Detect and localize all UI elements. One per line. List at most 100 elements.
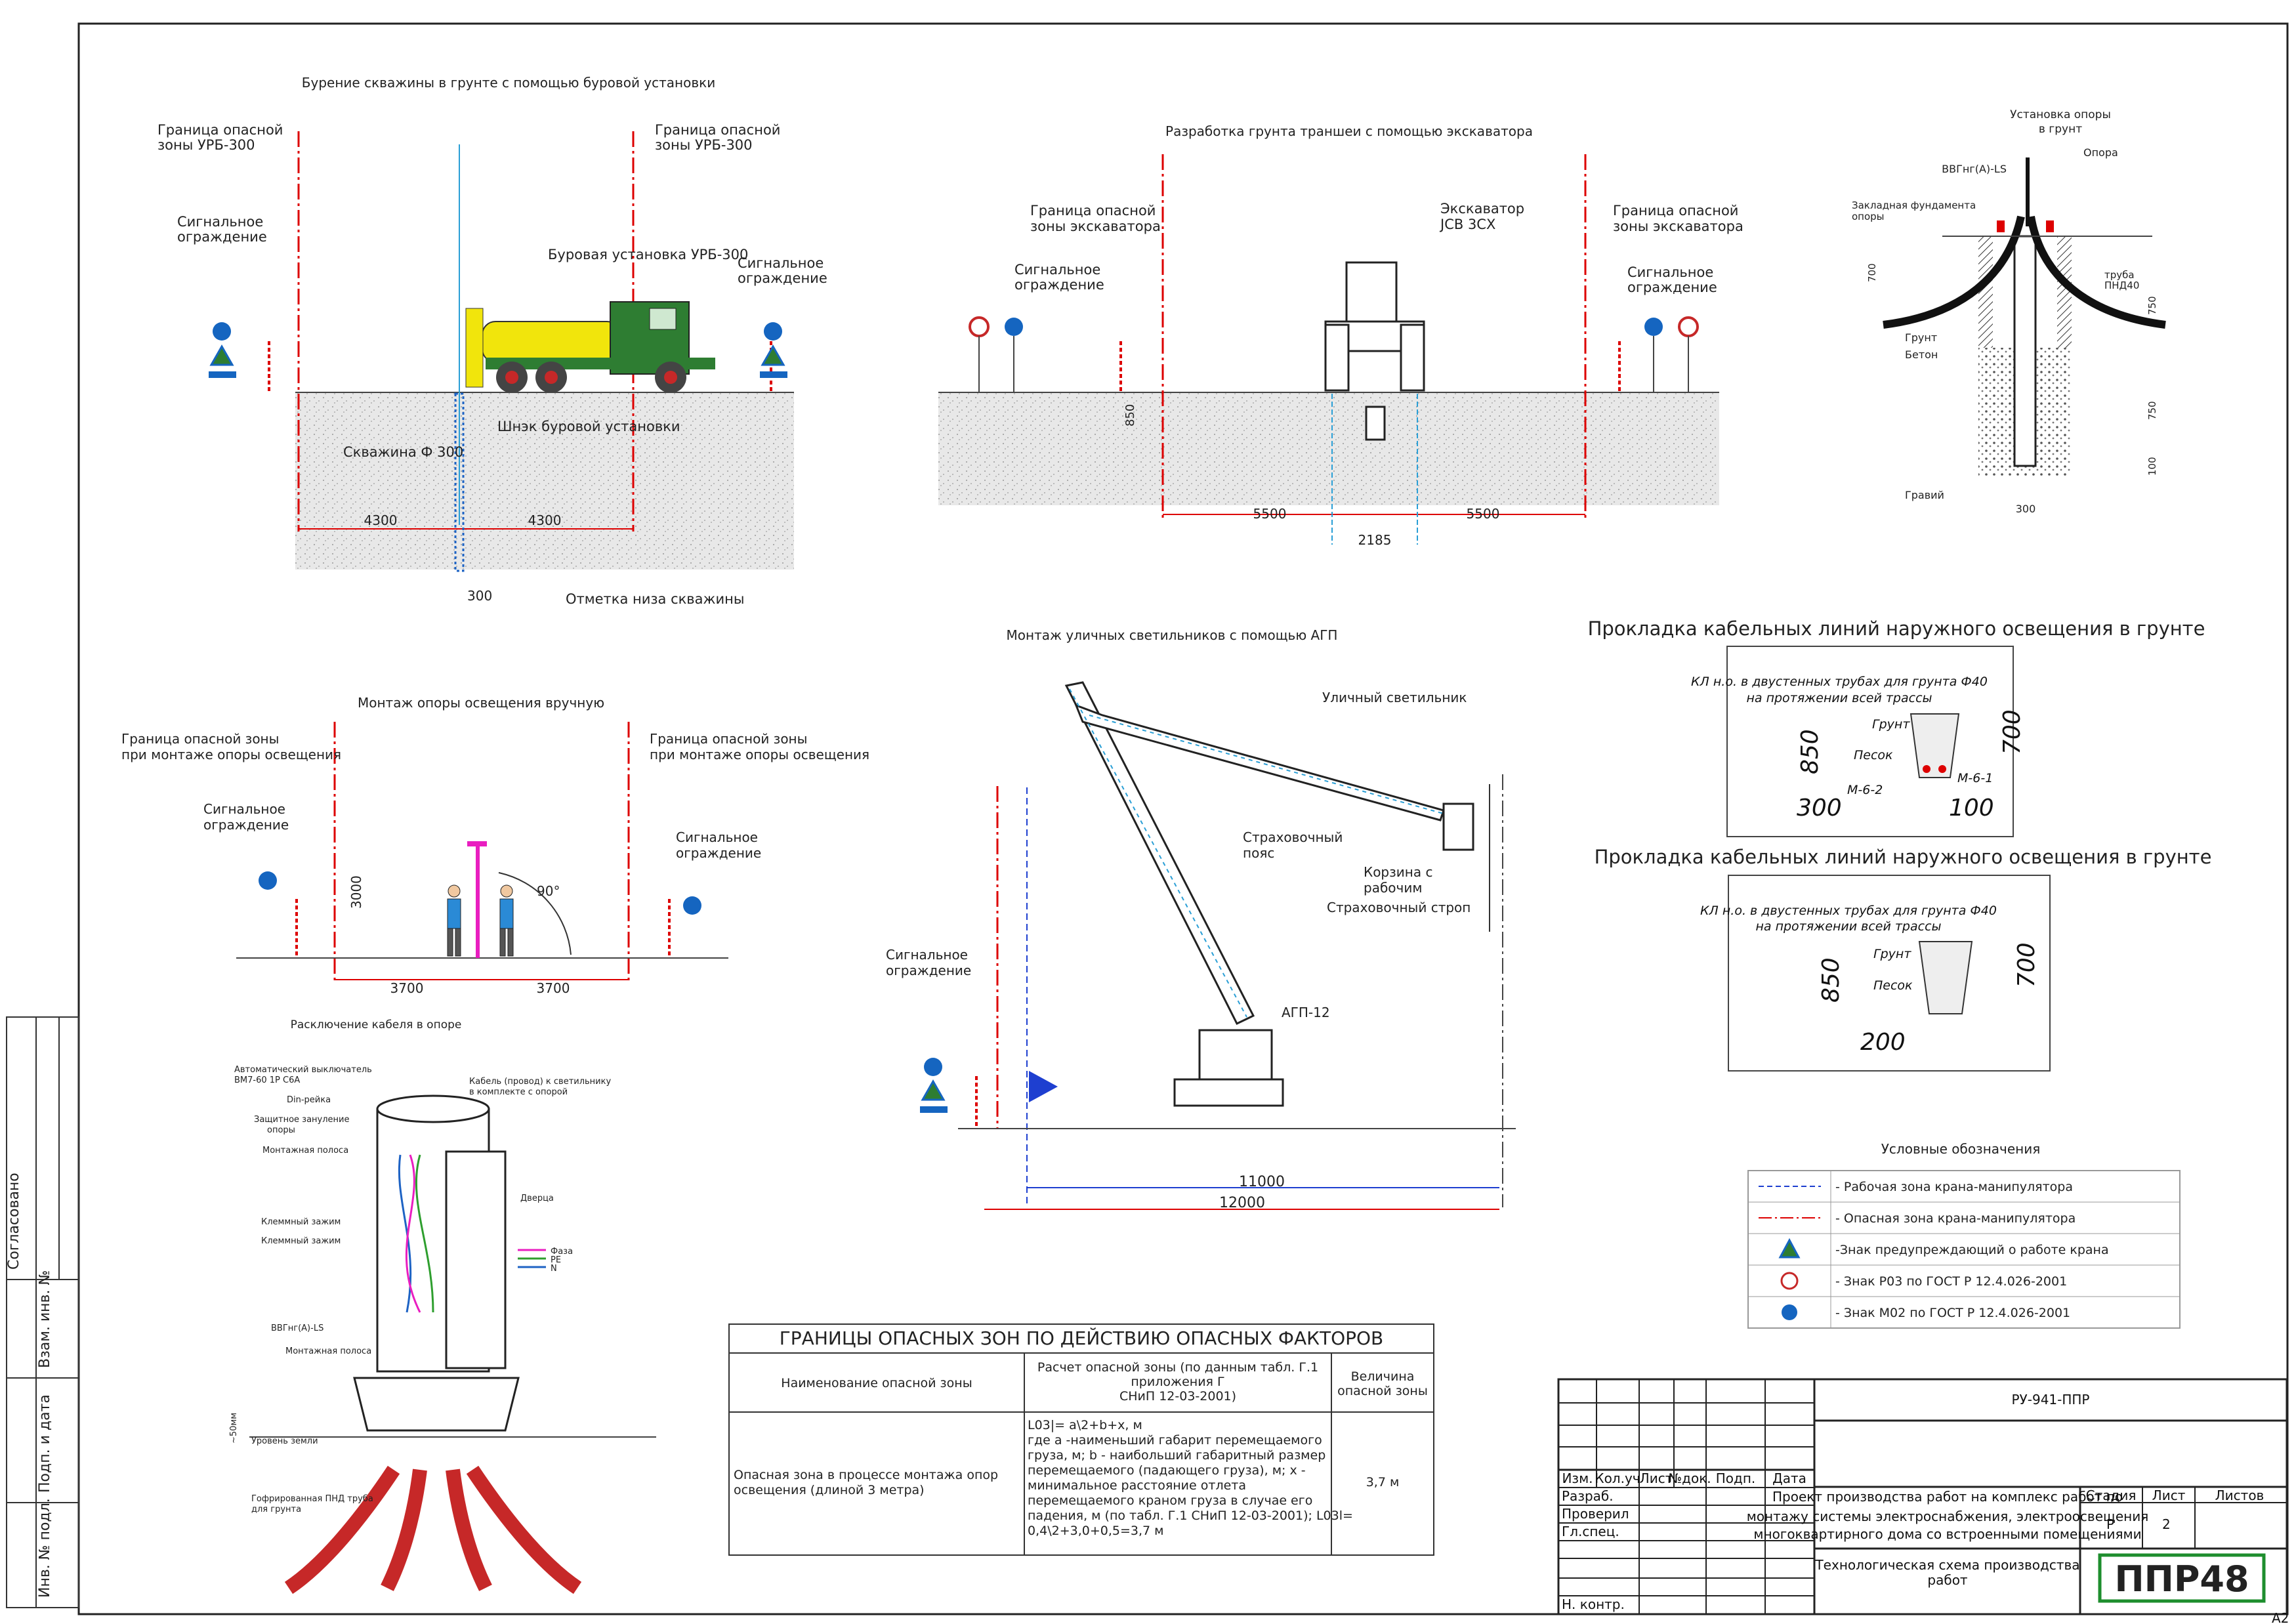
excavation-title: Разработка грунта траншеи с помощью экск… xyxy=(1165,123,1533,139)
cab-strip-1: Монтажная полоса xyxy=(262,1146,348,1156)
tb-h-5: Дата xyxy=(1772,1470,1806,1486)
exc-right-zone-1: Граница опасной xyxy=(1613,203,1738,219)
drilling-right-fence-1: Сигнальное xyxy=(738,255,824,271)
manual-right-fence-2: ограждение xyxy=(676,845,761,861)
drilling-rig-label: Буровая установка УРБ-300 xyxy=(548,247,748,262)
cable1-sand: Песок xyxy=(1854,748,1893,762)
tb-project-3: многоквартирного дома со встроенными пом… xyxy=(1753,1526,2141,1542)
manual-title: Монтаж опоры освещения вручную xyxy=(358,695,604,711)
exc-right-fence-1: Сигнальное xyxy=(1627,264,1713,280)
legend-no-entry-icon xyxy=(1780,1272,1799,1290)
table-calc-6: перемещаемого краном груза в случае его xyxy=(1028,1493,1312,1508)
agp-title: Монтаж уличных светильников с помощью АГ… xyxy=(1007,627,1338,643)
dim-2185: 2185 xyxy=(1358,532,1392,548)
helmet-sign-icon xyxy=(1005,318,1023,336)
drilling-left-zone-2: зоны УРБ-300 xyxy=(157,137,255,153)
drilling-left-fence-1: Сигнальное xyxy=(177,214,263,230)
tb-name-1: Технологическая схема производства xyxy=(1814,1557,2079,1573)
pole-install-section: Установка опоры в грунт ВВГнг(А)-LS Опор… xyxy=(1852,108,2166,515)
cab-level: Уровень земли xyxy=(251,1436,318,1446)
tb-format: А2 xyxy=(2272,1610,2289,1624)
cable1-note-2: на протяжении всей трассы xyxy=(1746,691,1932,705)
dim-750-b: 750 xyxy=(2146,401,2158,420)
cable1-dim-850: 850 xyxy=(1797,729,1824,774)
cab-kit-2: в комплекте с опорой xyxy=(469,1087,568,1097)
cable1-dim-700: 700 xyxy=(1999,709,2026,755)
agp-crane-warning-icon xyxy=(921,1079,946,1101)
manual-sign-icon-right xyxy=(683,896,701,915)
side-inv-num: Взам. инв. № xyxy=(37,1270,53,1368)
drilling-title: Бурение скважины в грунте с помощью буро… xyxy=(302,75,715,91)
tb-sheets-h: Листов xyxy=(2215,1488,2265,1503)
manual-right-zone-1: Граница опасной зоны xyxy=(650,731,807,747)
dim-300-pole: 300 xyxy=(2016,503,2036,515)
cab-din: Din-рейка xyxy=(287,1095,331,1105)
agp-fence-2: ограждение xyxy=(886,963,971,978)
ppr48-logo-text: ППР48 xyxy=(2114,1558,2249,1600)
tb-sheet-h: Лист xyxy=(2152,1488,2186,1503)
exc-left-fence-2: ограждение xyxy=(1014,277,1104,293)
cable2-dim-700: 700 xyxy=(2013,942,2040,988)
agp-helmet-sign-icon xyxy=(924,1058,942,1076)
exc-left-zone-2: зоны экскаватора xyxy=(1030,219,1161,234)
legend-crane-warning-icon xyxy=(1778,1238,1801,1259)
table-calc-7: падения, м (по табл. Г.1 СНиП 12-03-2001… xyxy=(1028,1509,1353,1523)
excavator-front xyxy=(1324,261,1425,441)
zone-flag-icon xyxy=(1029,1071,1058,1102)
cabling-title: Расключение кабеля в опоре xyxy=(291,1018,462,1031)
drilling-section: Бурение скважины в грунте с помощью буро… xyxy=(157,75,827,607)
legend-item-3: - Знак Р03 по ГОСТ Р 12.4.026-2001 xyxy=(1835,1274,2067,1289)
ppr48-logo xyxy=(2098,1553,2266,1603)
cab-door: Дверца xyxy=(520,1194,554,1203)
dim-5500-left: 5500 xyxy=(1253,506,1287,522)
drilling-bottom-label: Отметка низа скважины xyxy=(566,591,744,607)
cable2-note-2: на протяжении всей трассы xyxy=(1755,919,1941,934)
no-entry-icon-right xyxy=(1678,316,1699,337)
table-col1: Наименование опасной зоны xyxy=(781,1376,972,1390)
dim-12000: 12000 xyxy=(1219,1195,1265,1211)
excavation-section: Разработка грунта траншеи с помощью экск… xyxy=(938,123,1743,548)
tb-h-2: Лист xyxy=(1640,1470,1673,1486)
pole-cable-label: ВВГнг(А)-LS xyxy=(1942,163,2007,175)
agp-basket-2: рабочим xyxy=(1364,880,1422,896)
table-col3-1: Величина xyxy=(1351,1369,1415,1384)
cab-kit-1: Кабель (провод) к светильнику xyxy=(469,1077,611,1087)
cab-pipe-1: Гофрированная ПНД труба xyxy=(251,1494,373,1504)
table-row-name-2: освещения (длиной 3 метра) xyxy=(734,1483,925,1497)
cable2-title: Прокладка кабельных линий наружного осве… xyxy=(1595,846,2212,868)
cabling-section: Расключение кабеля в опоре Автоматически… xyxy=(229,1018,656,1594)
side-sign-date: Подп. и дата xyxy=(37,1394,53,1493)
tb-code: РУ-941-ППР xyxy=(2012,1392,2090,1407)
pipe-label-1: труба xyxy=(2104,269,2135,281)
agp-belt-2: пояс xyxy=(1243,845,1274,861)
cab-breaker-1: Автоматический выключатель xyxy=(234,1065,372,1075)
embed-label-1: Закладная фундамента xyxy=(1852,199,1976,211)
manual-left-fence-2: ограждение xyxy=(203,817,289,833)
cable-section-1: Прокладка кабельных линий наружного осве… xyxy=(1588,617,2205,837)
drilling-left-zone-1: Граница опасной xyxy=(157,122,283,138)
table-calc-1: L03|= a\2+b+x, м xyxy=(1028,1418,1142,1432)
drilling-right-fence-2: ограждение xyxy=(738,270,827,286)
cab-dim-50: ~50мм xyxy=(229,1413,239,1444)
light-pole xyxy=(476,845,480,958)
helmet-sign-icon-right xyxy=(1644,318,1663,336)
table-col3-2: опасной зоны xyxy=(1337,1384,1428,1398)
dim-11000: 11000 xyxy=(1239,1174,1285,1190)
table-col2-1: Расчет опасной зоны (по данным табл. Г.1 xyxy=(1037,1360,1318,1375)
workers xyxy=(447,885,514,957)
cab-clamp-2: Клеммный зажим xyxy=(261,1236,341,1246)
cable-section-2: Прокладка кабельных линий наружного осве… xyxy=(1595,846,2212,1072)
manual-left-zone-1: Граница опасной зоны xyxy=(121,731,279,747)
tb-h-4: Подп. xyxy=(1716,1470,1756,1486)
crane-warning-icon-right xyxy=(761,344,785,366)
excavator-label-1: Экскаватор xyxy=(1440,201,1524,217)
agp-section: Монтаж уличных светильников с помощью АГ… xyxy=(886,627,1516,1211)
cable1-m62: М-6-2 xyxy=(1847,783,1883,797)
table-col2-2: приложения Г xyxy=(1131,1375,1224,1389)
tb-role-0: Разраб. xyxy=(1562,1488,1614,1504)
cab-pipe-2: для грунта xyxy=(251,1505,301,1514)
agp-fence-1: Сигнальное xyxy=(886,947,968,963)
drilling-well-label: Скважина Ф 300 xyxy=(343,444,463,460)
cable2-sand: Песок xyxy=(1873,978,1913,993)
